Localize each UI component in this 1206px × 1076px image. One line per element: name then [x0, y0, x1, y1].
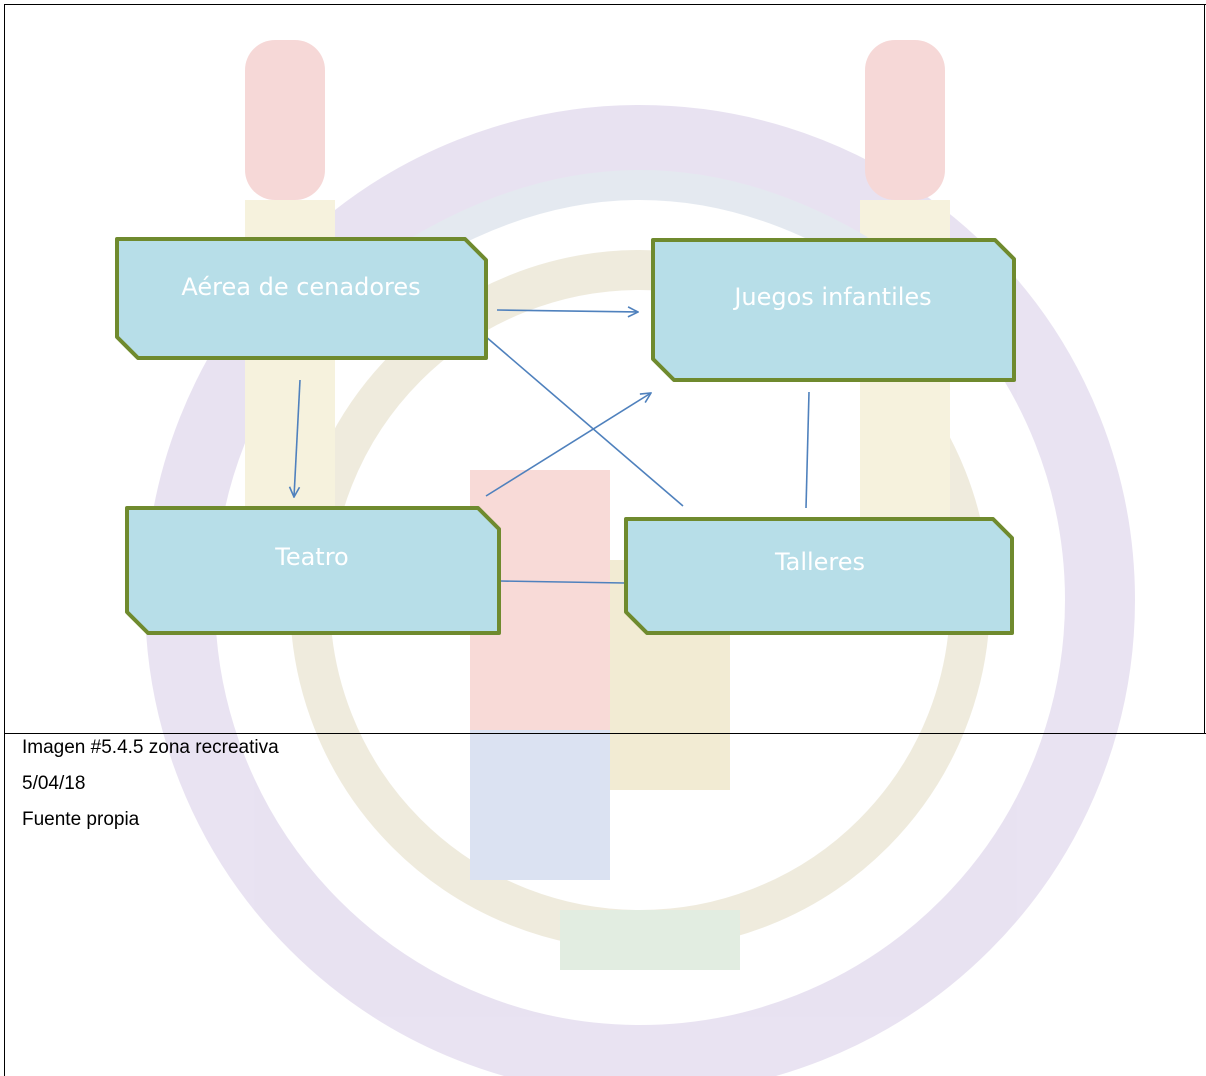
connector-cenadores-talleres: [484, 335, 684, 507]
node-talleres: Talleres: [624, 517, 1014, 635]
caption-source: Fuente propia: [22, 809, 140, 830]
caption-title: Imagen #5.4.5 zona recreativa: [22, 737, 279, 758]
arrow-teatro-to-juegos: [485, 393, 651, 497]
node-teatro: Teatro: [125, 506, 501, 635]
node-cenadores-box: [115, 237, 488, 360]
arrow-cenadores-to-juegos: [496, 310, 638, 312]
frame-left-border: [4, 4, 5, 1076]
frame-top-border: [4, 4, 1206, 5]
node-teatro-label: Teatro: [274, 543, 349, 571]
node-juegos-box: [651, 238, 1016, 382]
connector-teatro-talleres: [499, 580, 626, 584]
node-talleres-label: Talleres: [774, 548, 865, 576]
node-talleres-box: [624, 517, 1014, 635]
connector-juegos-talleres: [805, 391, 810, 509]
node-cenadores: Aérea de cenadores: [115, 237, 488, 360]
node-cenadores-label: Aérea de cenadores: [181, 273, 420, 301]
frame-right-border: [1204, 4, 1205, 733]
caption-divider: [4, 733, 1206, 734]
arrow-cenadores-to-teatro: [294, 379, 301, 497]
node-juegos: Juegos infantiles: [651, 238, 1016, 382]
node-teatro-box: [125, 506, 501, 635]
caption-date: 5/04/18: [22, 773, 86, 794]
node-juegos-label: Juegos infantiles: [732, 283, 931, 311]
